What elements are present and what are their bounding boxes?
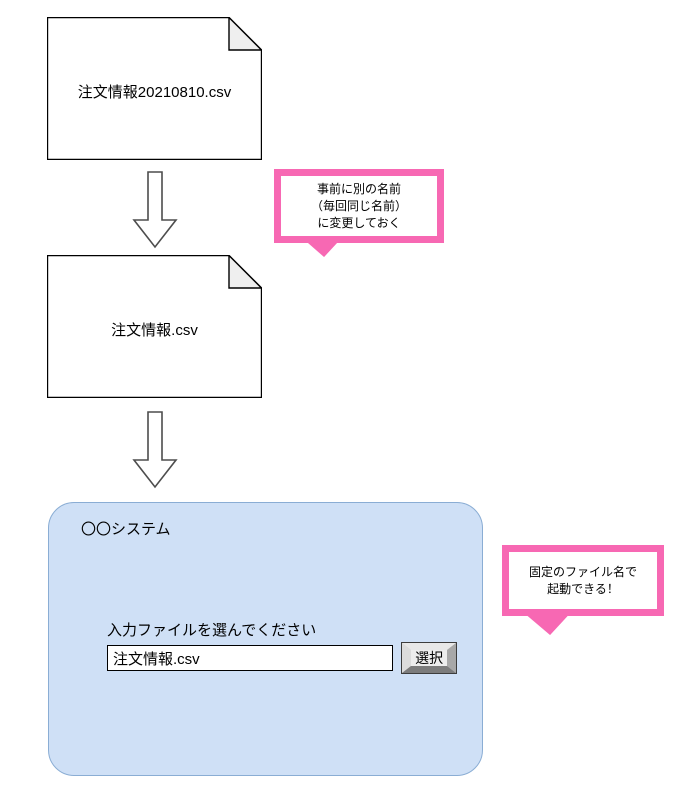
- callout-text-rename: 事前に別の名前 （毎回同じ名前） に変更しておく: [310, 181, 407, 230]
- arrow-rename: [131, 171, 179, 249]
- system-panel-title: 〇〇システム: [81, 521, 171, 538]
- file-select-form: 入力ファイルを選んでください 選択: [107, 621, 457, 674]
- document-outline-icon: [47, 255, 262, 398]
- document-label-renamed-file: 注文情報.csv: [111, 322, 198, 339]
- system-panel: 〇〇システム 入力ファイルを選んでください: [48, 502, 483, 776]
- document-label-source-file: 注文情報20210810.csv: [77, 84, 232, 101]
- arrow-input: [131, 411, 179, 489]
- callout-fixed-name: 固定のファイル名で 起動できる！: [502, 545, 674, 655]
- down-arrow-icon: [132, 171, 178, 249]
- document-outline-icon: [47, 17, 262, 160]
- select-file-button-label: 選択: [415, 650, 444, 666]
- down-arrow-icon: [132, 411, 178, 489]
- select-file-button[interactable]: 選択: [401, 642, 457, 674]
- callout-rename: 事前に別の名前 （毎回同じ名前） に変更しておく: [274, 169, 452, 284]
- document-shape-renamed-file: 注文情報.csv: [47, 255, 262, 398]
- document-shape-source-file: 注文情報20210810.csv: [47, 17, 262, 160]
- file-input-label: 入力ファイルを選んでください: [107, 622, 317, 639]
- callout-box-fixed-name: 固定のファイル名で 起動できる！: [502, 545, 664, 616]
- callout-text-fixed-name: 固定のファイル名で 起動できる！: [528, 564, 637, 596]
- file-input-row: 選択: [107, 642, 457, 674]
- file-path-input[interactable]: [107, 645, 394, 671]
- callout-box-rename: 事前に別の名前 （毎回同じ名前） に変更しておく: [274, 169, 444, 243]
- button-bevel: [402, 643, 457, 673]
